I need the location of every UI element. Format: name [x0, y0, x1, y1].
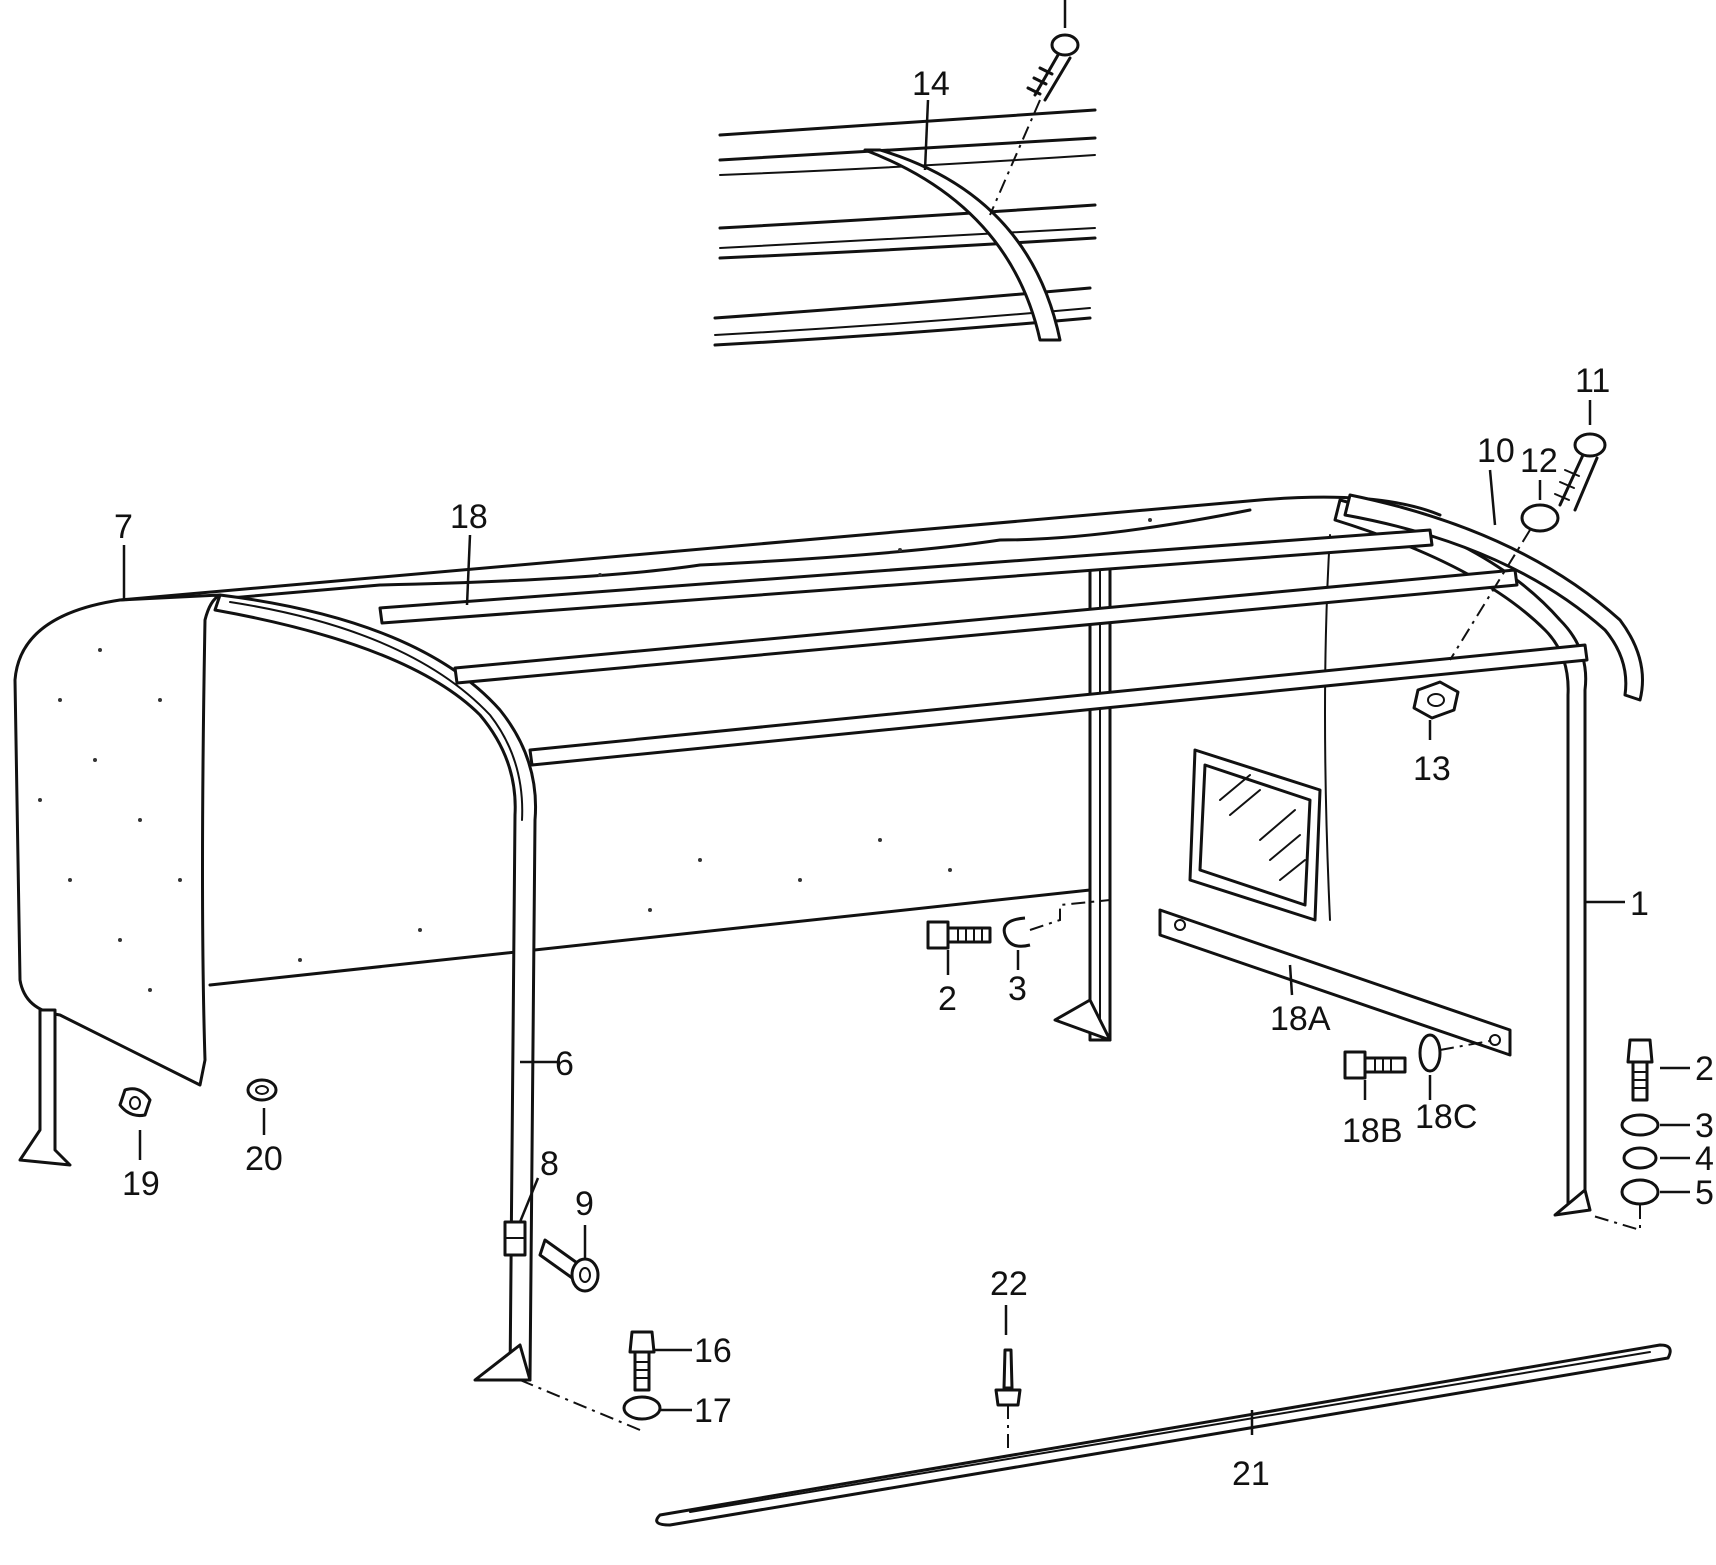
spring-washer-3-right — [1620, 1113, 1660, 1137]
trim-strip-arch — [863, 148, 1062, 342]
washer-17 — [622, 1395, 662, 1421]
label-2a: 2 — [938, 980, 957, 1018]
label-4: 4 — [1695, 1140, 1714, 1178]
label-6: 6 — [555, 1045, 574, 1083]
label-18: 18 — [450, 498, 488, 536]
label-2b: 2 — [1695, 1050, 1714, 1088]
rear-window — [1188, 748, 1322, 922]
nut-13 — [1412, 680, 1460, 720]
washer-9 — [538, 1238, 600, 1293]
side-strap — [1158, 908, 1512, 1057]
hoop-frame — [18, 493, 1644, 1382]
rivet-22 — [994, 1348, 1022, 1450]
label-1: 1 — [1630, 885, 1649, 923]
label-21: 21 — [1232, 1455, 1270, 1493]
clip-8 — [503, 1220, 527, 1257]
bolt-2-right — [1626, 1038, 1654, 1102]
label-3a: 3 — [1008, 970, 1027, 1008]
bolt-16 — [628, 1330, 656, 1392]
label-8: 8 — [540, 1145, 559, 1183]
tarp-texture — [38, 518, 1152, 992]
leader-lines — [122, 400, 1690, 1435]
label-19: 19 — [122, 1165, 160, 1203]
part-labels: 1 2 3 2 3 4 5 6 7 8 9 10 11 12 13 14 16 … — [114, 65, 1714, 1493]
clip-19 — [118, 1087, 152, 1117]
label-11: 11 — [1575, 362, 1610, 400]
label-14: 14 — [912, 65, 950, 103]
bolt-18B — [1343, 1050, 1407, 1080]
washer-4 — [1622, 1146, 1658, 1170]
spring-washer-3-left — [1002, 916, 1031, 948]
label-13: 13 — [1413, 750, 1451, 788]
washer-5 — [1620, 1178, 1660, 1206]
label-12: 12 — [1520, 442, 1558, 480]
label-22: 22 — [990, 1265, 1028, 1303]
washer-12 — [1520, 503, 1560, 533]
label-20: 20 — [245, 1140, 283, 1178]
inset-detail — [713, 0, 1097, 347]
washer-18C — [1418, 1033, 1442, 1073]
rail-21 — [655, 1343, 1672, 1527]
label-17: 17 — [694, 1392, 732, 1430]
label-10: 10 — [1477, 432, 1515, 470]
label-16: 16 — [694, 1332, 732, 1370]
label-18A: 18A — [1270, 1000, 1331, 1038]
label-18B: 18B — [1342, 1112, 1403, 1150]
label-7: 7 — [114, 508, 133, 546]
label-18C: 18C — [1415, 1098, 1477, 1136]
label-5: 5 — [1695, 1174, 1714, 1212]
screw-inset — [989, 0, 1080, 216]
label-9: 9 — [575, 1185, 594, 1223]
screw-11 — [1554, 432, 1607, 512]
grommet-20 — [246, 1078, 278, 1102]
label-3b: 3 — [1695, 1107, 1714, 1145]
bolt-2-left — [926, 920, 992, 950]
